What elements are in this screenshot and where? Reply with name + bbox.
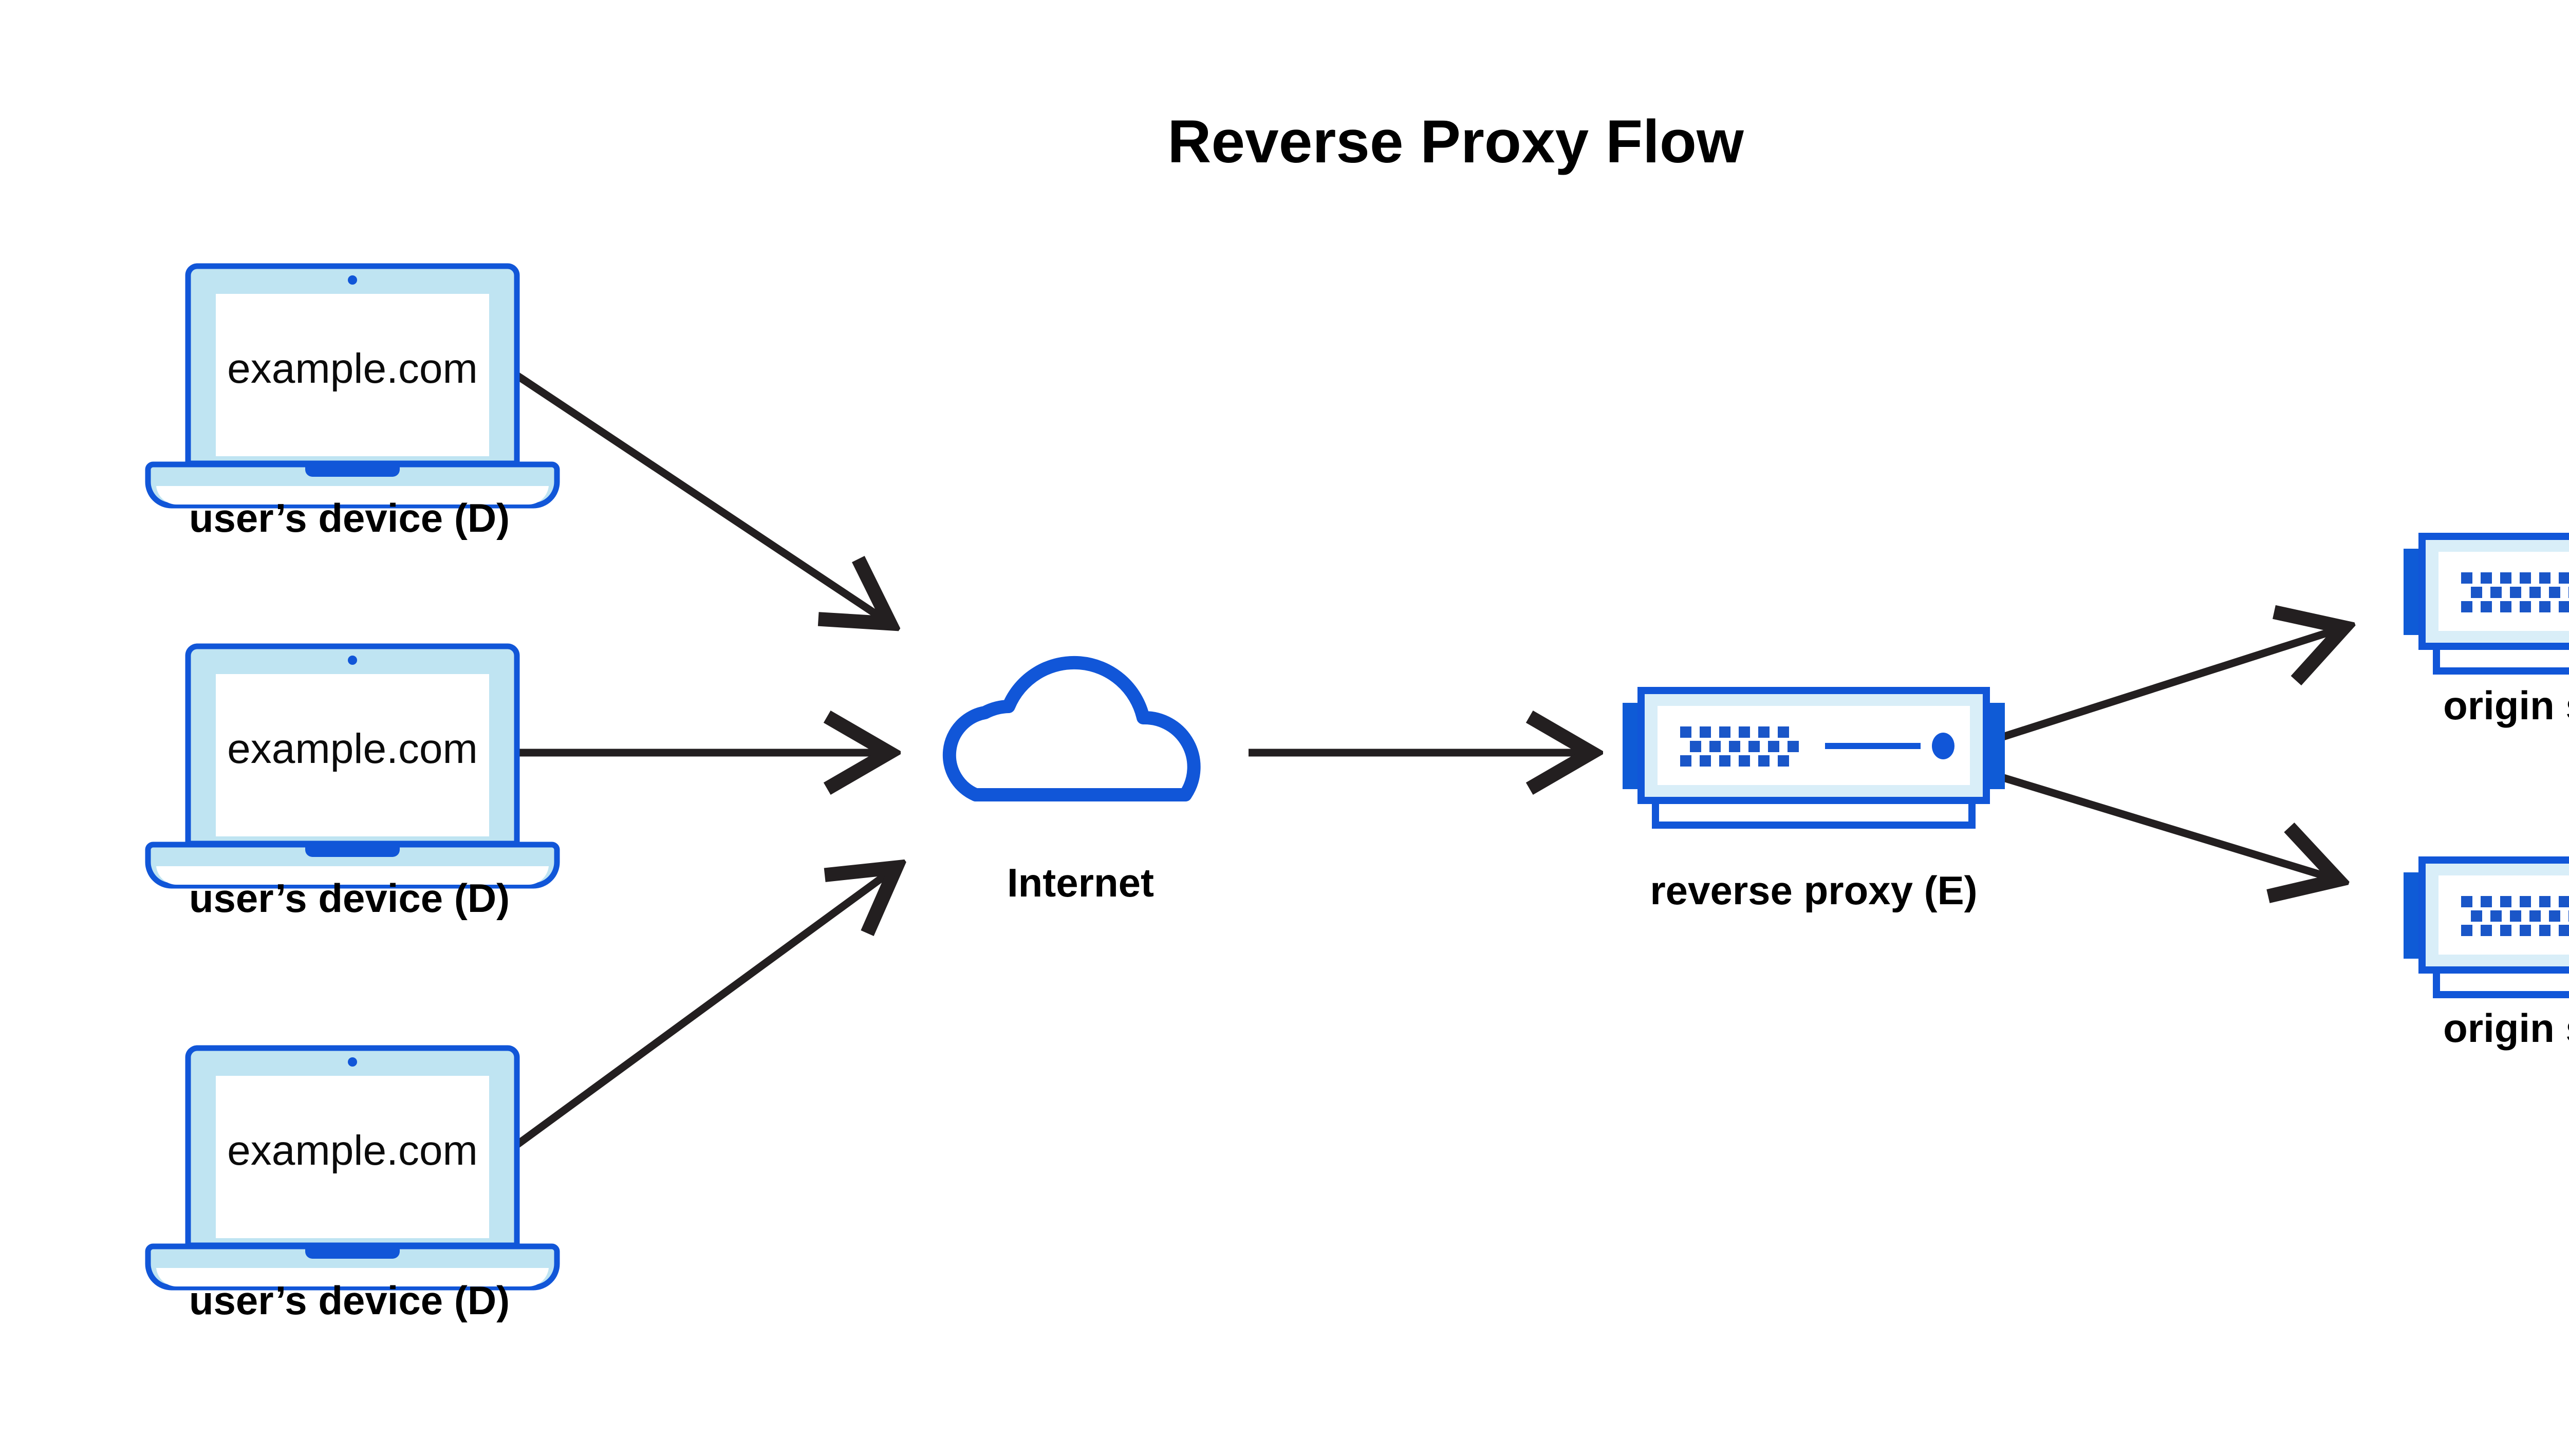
server-icon: [1623, 690, 2005, 825]
node-internet[interactable]: Internet: [950, 663, 1194, 905]
client-label: user’s device (D): [189, 495, 510, 540]
client-label: user’s device (D): [189, 1278, 510, 1323]
server-icon: [2404, 860, 2569, 995]
client-label: user’s device (D): [189, 875, 510, 921]
origin-server-label: origin server (F): [2443, 683, 2569, 728]
node-client-1[interactable]: example.com user’s device (D): [148, 266, 557, 540]
node-origin-1[interactable]: origin server (F): [2404, 536, 2569, 728]
client-screen-text: example.com: [227, 345, 478, 392]
node-reverse-proxy[interactable]: reverse proxy (E): [1623, 690, 2005, 913]
edge-proxy-origin2: [1992, 771, 2337, 880]
client-screen-text: example.com: [227, 725, 478, 772]
node-origin-2[interactable]: origin server (F): [2404, 860, 2569, 1051]
client-screen-text: example.com: [227, 1127, 478, 1174]
origin-server-label: origin server (F): [2443, 1005, 2569, 1051]
server-icon: [2404, 536, 2569, 671]
edge-proxy-origin1: [1992, 628, 2343, 744]
node-client-2[interactable]: example.com user’s device (D): [148, 646, 557, 921]
node-client-3[interactable]: example.com user’s device (D): [148, 1048, 557, 1323]
edge-client1-internet: [506, 366, 889, 623]
edge-client3-internet: [506, 868, 895, 1154]
edge-layer: [502, 366, 2343, 1154]
reverse-proxy-label: reverse proxy (E): [1650, 868, 1977, 913]
cloud-icon: [950, 663, 1194, 795]
internet-label: Internet: [1007, 860, 1154, 905]
page-title: Reverse Proxy Flow: [1167, 108, 1744, 176]
